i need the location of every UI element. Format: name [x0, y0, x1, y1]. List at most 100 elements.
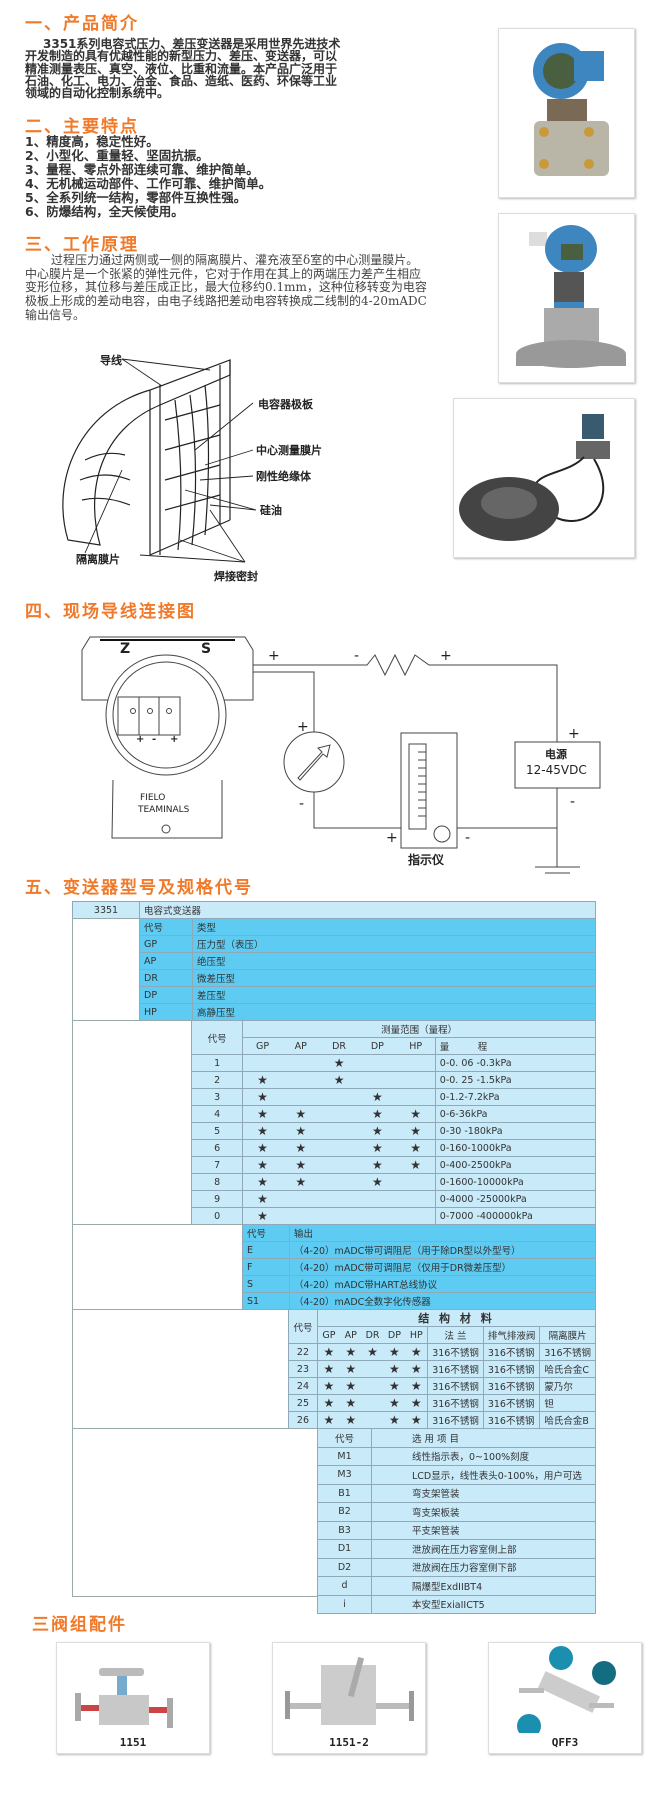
- flange-material: 316不锈钢: [427, 1394, 484, 1412]
- terminal-z-label: Z: [120, 641, 131, 657]
- option-code: M1: [317, 1446, 372, 1466]
- output-code: E: [242, 1241, 290, 1259]
- column-header-type: DR: [361, 1326, 384, 1344]
- table-row: 代号选 用 项 目: [317, 1428, 596, 1448]
- table-row: 3★★0-1.2-7.2kPa: [190, 1088, 597, 1106]
- wires: [253, 653, 580, 874]
- table-row: 0★0-7000 -400000kPa: [190, 1207, 597, 1225]
- blank-cell: [72, 918, 140, 1022]
- label-weld-seal: 焊接密封: [214, 570, 258, 583]
- empty-mark: [319, 1105, 359, 1123]
- valve-1151-2-image: [285, 1656, 414, 1725]
- table-row: 8★★★0-1600-10000kPa: [190, 1173, 597, 1191]
- label-capacitor-plates: 电容器极板: [258, 398, 313, 411]
- type-code: DR: [139, 969, 193, 987]
- sensor-cell-diagram: [62, 358, 257, 563]
- valve-model-label: 1151: [119, 1736, 147, 1749]
- column-header-material: 法 兰: [427, 1326, 484, 1344]
- range-value: 0-160-1000kPa: [434, 1139, 597, 1157]
- resistor-minus-label: -: [354, 648, 360, 664]
- text-line: 过程压力通过两侧或一侧的隔离膜片、灌充液至δ室的中心测量膜片。: [51, 253, 419, 267]
- power-voltage: 12-45VDC: [526, 763, 587, 777]
- column-header-type: AP: [281, 1037, 320, 1055]
- list-item: 4、无机械运动部件、工作可靠、维护简单。: [25, 176, 272, 191]
- diaphragm-contours: [79, 452, 131, 506]
- range-value: 0-1.2-7.2kPa: [434, 1088, 597, 1106]
- empty-mark: [358, 1190, 397, 1208]
- blank-cell: [72, 1309, 289, 1430]
- star-mark: ★: [358, 1105, 397, 1123]
- remote-seal-transmitter-image: [459, 414, 610, 541]
- empty-mark: [319, 1156, 359, 1174]
- vent-material: 316不锈钢: [482, 1394, 541, 1412]
- option-description: 弯支架管装: [371, 1483, 596, 1503]
- star-mark: ★: [405, 1360, 428, 1378]
- valve-product-qff3: QFF3: [488, 1642, 642, 1754]
- empty-mark: [396, 1173, 436, 1191]
- column-header-type: DP: [358, 1037, 397, 1055]
- table-row: 代号类型: [139, 918, 596, 936]
- star-mark: ★: [339, 1411, 362, 1429]
- ammeter-plus-label: +: [297, 719, 309, 735]
- flange-material: 316不锈钢: [427, 1343, 484, 1361]
- star-mark: ★: [242, 1071, 282, 1089]
- star-mark: ★: [281, 1173, 320, 1191]
- ammeter-icon: [283, 731, 345, 793]
- transmitter-photo-3: [453, 398, 635, 558]
- option-description: LCD显示，线性表头0-100%，用户可选: [371, 1465, 596, 1485]
- empty-mark: [281, 1088, 320, 1106]
- wire-plus-label: +: [268, 648, 280, 664]
- list-item: 5、全系列统一结构，零部件互换性强。: [25, 190, 247, 205]
- star-mark: ★: [383, 1394, 406, 1412]
- blank-cell: [72, 1428, 318, 1597]
- range-code: 3: [190, 1088, 244, 1106]
- type-code: DP: [139, 986, 193, 1004]
- output-description: （4-20）mADC带可调阻尼（用于除DR型以外型号）: [289, 1241, 596, 1259]
- empty-mark: [361, 1360, 384, 1378]
- option-code: B1: [317, 1483, 372, 1503]
- star-mark: ★: [242, 1190, 282, 1208]
- transmitter-housing: [81, 636, 254, 839]
- star-mark: ★: [317, 1411, 340, 1429]
- column-header-type: AP: [339, 1326, 362, 1344]
- star-mark: ★: [358, 1156, 397, 1174]
- star-mark: ★: [358, 1122, 397, 1140]
- valve-product-1151-2: 1151-2: [272, 1642, 426, 1754]
- indicator-label: 指示仪: [408, 853, 445, 867]
- vent-material: 316不锈钢: [482, 1360, 541, 1378]
- option-description: 泄放阀在压力容室侧上部: [371, 1539, 596, 1559]
- star-mark: ★: [339, 1343, 362, 1361]
- empty-mark: [281, 1190, 320, 1208]
- cell-body-lines: [149, 360, 231, 556]
- column-header-type: GP: [242, 1037, 282, 1055]
- section-title-features: 二、主要特点: [25, 117, 139, 137]
- range-value: 0-1600-10000kPa: [434, 1173, 597, 1191]
- transmitter-photo-2: [498, 213, 635, 383]
- range-code: 5: [190, 1122, 244, 1140]
- text-line: 石油、化工、电力、冶金、食品、造纸、医药、环保等工业: [25, 73, 338, 88]
- valve-model-label: QFF3: [551, 1736, 579, 1749]
- text-line: 变形位移，其位移与差压成正比，最大位移约0.1mm，这种位移转变为电容: [25, 280, 427, 295]
- star-mark: ★: [405, 1377, 428, 1395]
- range-code: 7: [190, 1156, 244, 1174]
- star-mark: ★: [242, 1139, 282, 1157]
- diaphragm-material: 钽: [539, 1394, 596, 1412]
- power-plus-label: +: [568, 726, 580, 742]
- star-mark: ★: [396, 1156, 436, 1174]
- column-header-material: 隔离膜片: [539, 1326, 596, 1344]
- intro-paragraph: 3351系列电容式压力、差压变送器是采用世界先进技术 开发制造的具有优越性能的新…: [25, 38, 370, 100]
- label-isolating-diaphragm: 隔离膜片: [76, 553, 120, 566]
- model-code: 3351: [72, 901, 140, 919]
- indicator-meter: [400, 732, 458, 849]
- range-code: 2: [190, 1071, 244, 1089]
- output-description: （4-20）mADC全数字化传感器: [289, 1292, 596, 1310]
- feature-list: 1、精度高，稳定性好。 2、小型化、重量轻、坚固抗振。 3、量程、零点外部连续可…: [25, 135, 271, 219]
- vent-material: 316不锈钢: [482, 1343, 541, 1361]
